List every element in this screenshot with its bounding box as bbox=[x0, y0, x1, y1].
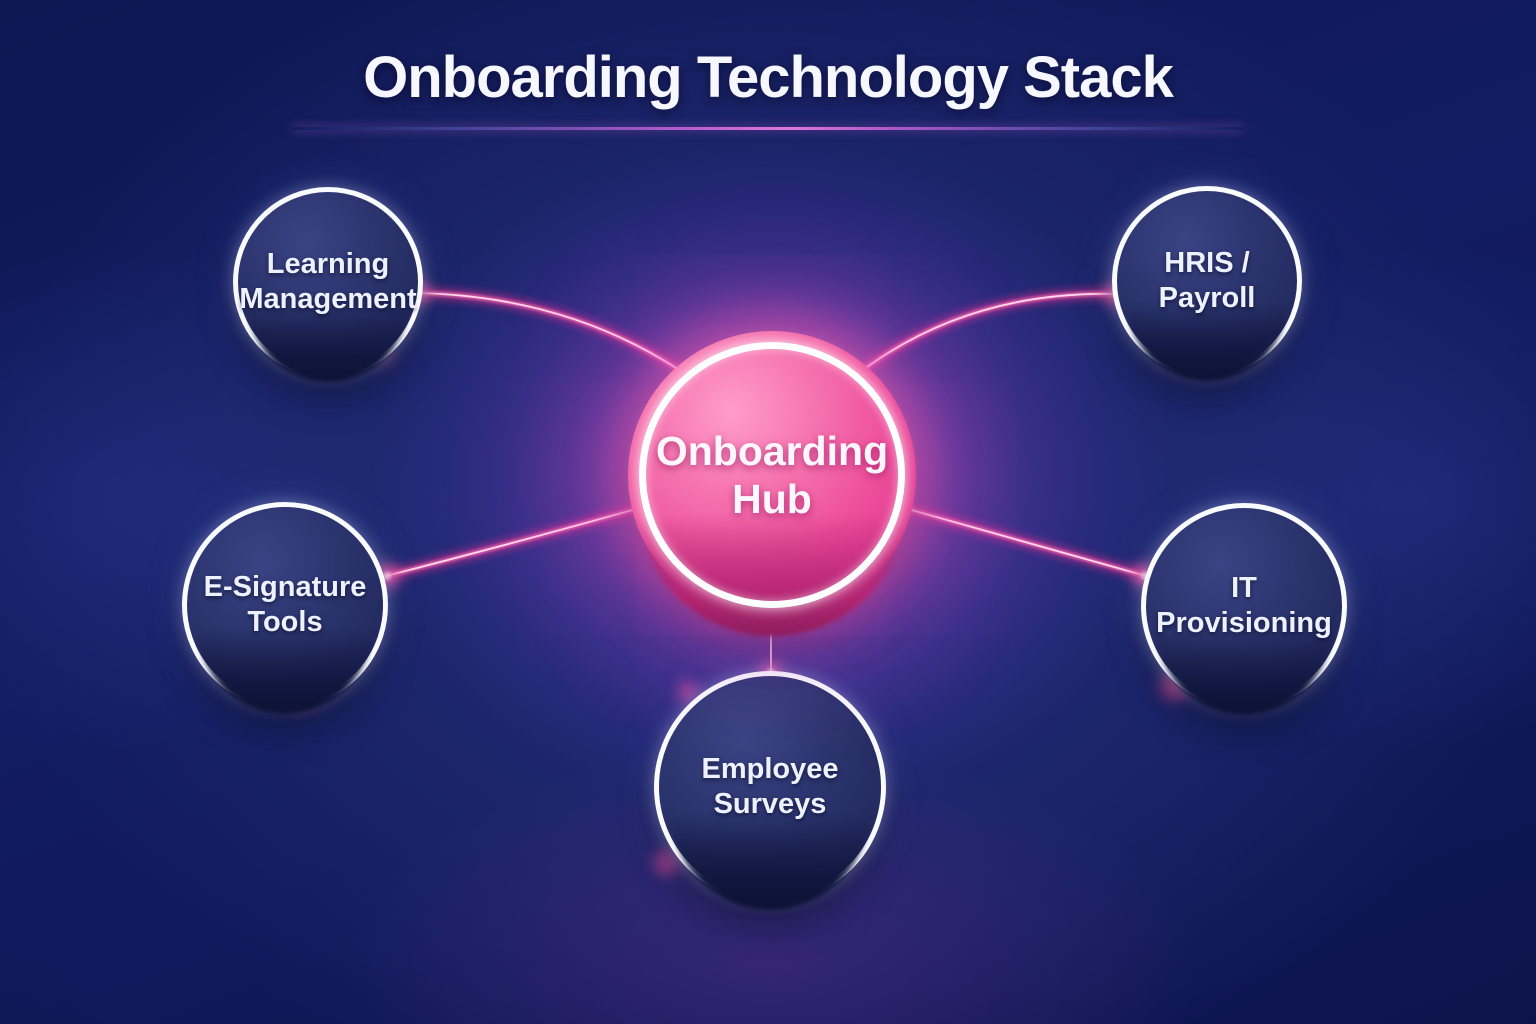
node-learning-management: Learning Management bbox=[233, 187, 423, 377]
hub-label: Onboarding Hub bbox=[655, 427, 889, 522]
header: Onboarding Technology Stack bbox=[0, 44, 1536, 130]
node-label-e-signature-tools: E-Signature Tools bbox=[203, 570, 367, 638]
connector-hub-to-learning-management bbox=[416, 293, 694, 380]
node-hris-payroll: HRIS / Payroll bbox=[1112, 186, 1302, 376]
node-label-employee-surveys: Employee Surveys bbox=[701, 752, 839, 820]
node-label-it-provisioning: IT Provisioning bbox=[1156, 571, 1332, 639]
node-label-hris-payroll: HRIS / Payroll bbox=[1158, 246, 1256, 314]
connector-hub-to-hris-payroll bbox=[850, 294, 1118, 380]
connector-hub-to-it-provisioning bbox=[908, 509, 1146, 576]
node-onboarding-hub: Onboarding Hub bbox=[628, 331, 916, 619]
node-employee-surveys: Employee Surveys bbox=[654, 671, 886, 903]
page-title: Onboarding Technology Stack bbox=[363, 45, 1174, 110]
title-underline bbox=[292, 127, 1244, 130]
node-it-provisioning: IT Provisioning bbox=[1141, 503, 1347, 709]
node-e-signature-tools: E-Signature Tools bbox=[182, 502, 388, 708]
connector-hub-to-e-signature-tools bbox=[386, 509, 636, 576]
node-label-learning-management: Learning Management bbox=[239, 247, 417, 315]
